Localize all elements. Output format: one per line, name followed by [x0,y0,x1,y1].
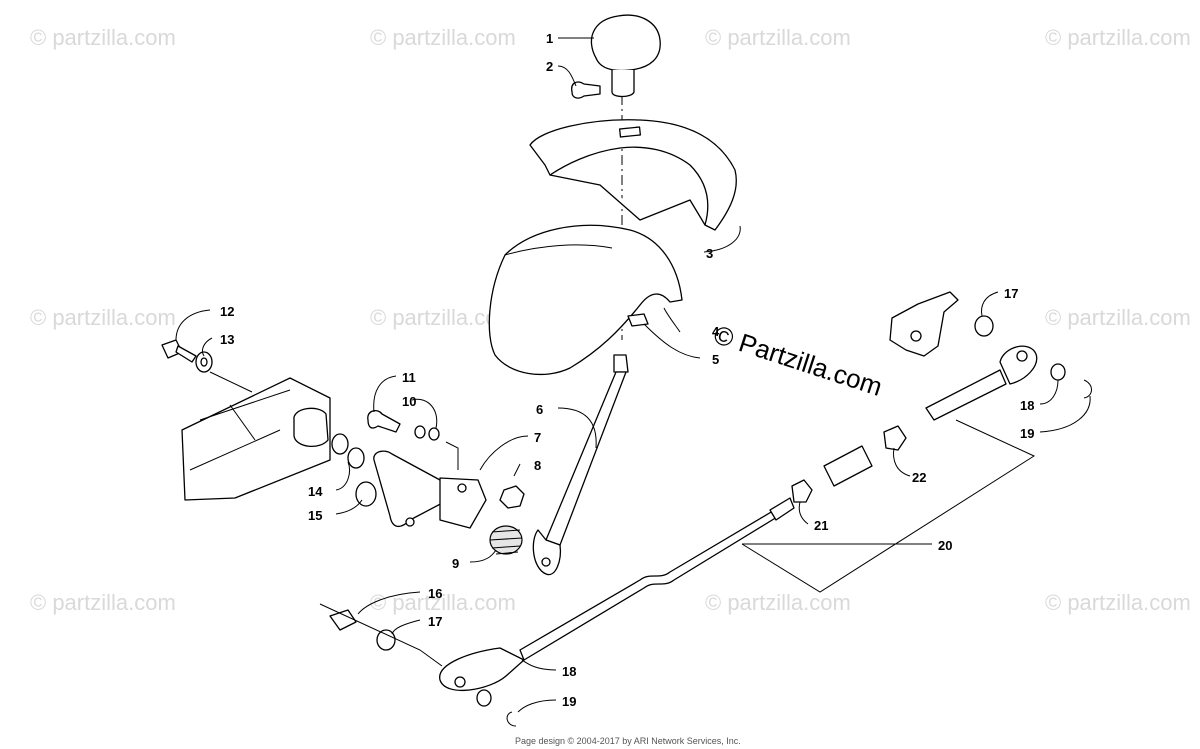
mount-bracket-part [181,377,331,501]
shift-lever-part [532,354,629,576]
watermark: © partzilla.com [370,25,516,50]
shift-boot-part [488,224,683,376]
callout-11: 11 [402,370,416,385]
callout-8: 8 [534,458,541,473]
callout-labels: 1 2 3 4 5 6 7 8 9 10 11 12 13 14 15 16 1… [220,31,1034,709]
watermark: © partzilla.com [1045,590,1191,615]
callout-2: 2 [546,59,553,74]
callout-12: 12 [220,304,234,319]
bolt-part [161,339,197,363]
callout-17-lower: 17 [428,614,442,629]
callout-3: 3 [706,246,713,261]
ball-joint-part [329,609,357,631]
callout-5: 5 [712,352,719,367]
bell-crank-part [889,291,959,357]
callout-4: 4 [712,324,720,339]
grommet-part [627,313,649,327]
callout-1: 1 [546,31,553,46]
watermark: © partzilla.com [705,25,851,50]
watermark: © partzilla.com [705,590,851,615]
spring-part [489,525,523,555]
screw-part [571,81,601,99]
callout-13: 13 [220,332,234,347]
watermark: © partzilla.com [1045,305,1191,330]
flat-washer-part [476,363,1066,707]
callout-15: 15 [308,508,322,523]
callout-18-lower: 18 [562,664,576,679]
watermark: © partzilla.com [30,305,176,330]
rod-end-part [925,345,1038,421]
callout-21: 21 [814,518,828,533]
callout-17-upper: 17 [1004,286,1018,301]
callout-18-upper: 18 [1020,398,1034,413]
nut-part [499,485,525,509]
copyright-footer: Page design © 2004-2017 by ARI Network S… [515,736,741,746]
washer-pair-part [414,425,440,441]
lock-nut-part [376,315,994,651]
callout-6: 6 [536,402,543,417]
bushing-part [355,481,377,507]
watermark: © partzilla.com [30,25,176,50]
callout-10: 10 [402,394,416,409]
watermark: © partzilla.com [1045,25,1191,50]
shift-rod-part [439,497,795,692]
washer-part [195,351,213,373]
brand-watermark: © Partzilla.com [710,319,886,402]
e-clip-part [506,379,1092,727]
watermark: © partzilla.com [370,590,516,615]
callout-20: 20 [938,538,952,553]
callout-22: 22 [912,470,926,485]
knob-part [590,14,661,98]
o-ring-part [331,433,365,469]
callout-14: 14 [308,484,323,499]
rod-coupler-part [823,445,873,487]
leader-lines [175,37,1091,713]
pivot-bolt-part [367,409,401,433]
callout-9: 9 [452,556,459,571]
jam-nut-part [791,425,907,503]
pivot-arm-part [373,450,487,529]
callout-19-upper: 19 [1020,426,1034,441]
callout-7: 7 [534,430,541,445]
callout-16: 16 [428,586,442,601]
watermark: © partzilla.com [30,590,176,615]
shift-cover-part [529,119,737,231]
callout-19-lower: 19 [562,694,576,709]
